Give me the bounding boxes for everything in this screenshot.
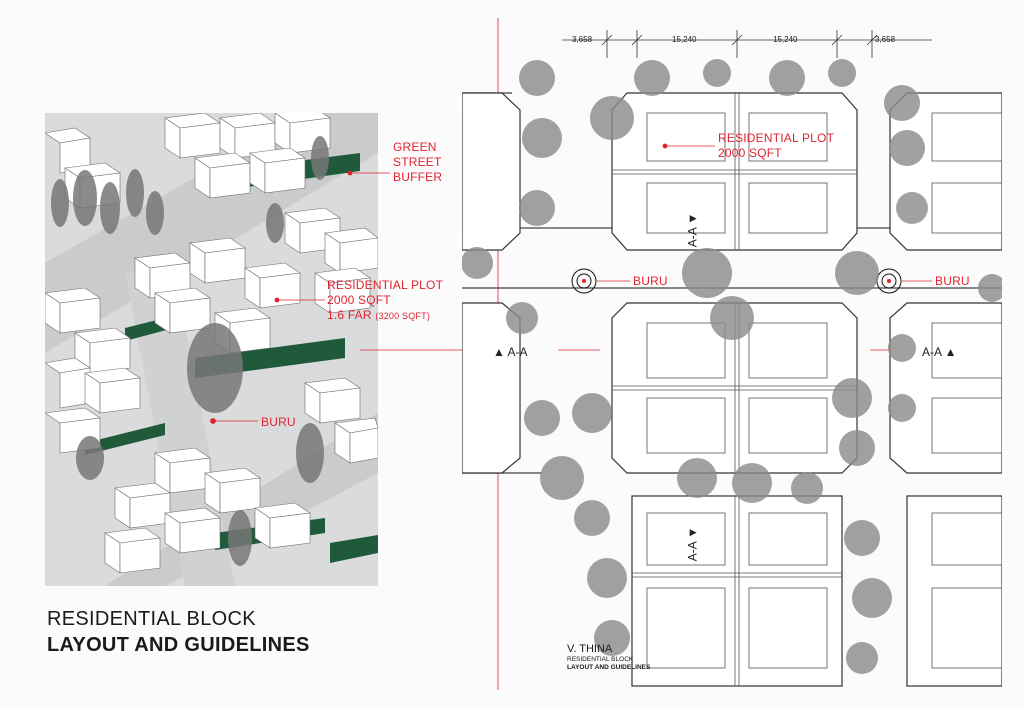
page-title: RESIDENTIAL BLOCK LAYOUT AND GUIDELINES: [47, 607, 310, 659]
green-buffer-label: GREEN STREET BUFFER: [393, 140, 442, 185]
plan-plot-label: RESIDENTIAL PLOT 2000 SQFT: [718, 131, 834, 161]
title-line-1: RESIDENTIAL BLOCK: [47, 608, 256, 630]
label-line-small: (3200 SQFT): [375, 311, 431, 321]
section-marker-left: ▲ A-A: [493, 345, 528, 359]
dimension-text: 15,240: [672, 35, 697, 44]
plan-buru-left-label: BURU: [633, 274, 668, 288]
iso-plot-label: RESIDENTIAL PLOT 2000 SQFT 1.6 FAR (3200…: [327, 278, 443, 324]
label-line: 2000 SQFT: [327, 293, 391, 307]
plan-buru-right-label: BURU: [935, 274, 970, 288]
dimension-text: 15,240: [773, 35, 798, 44]
sheet-caption: V. THINA RESIDENTIAL BLOCK LAYOUT AND GU…: [567, 643, 650, 672]
iso-buru-label: BURU: [261, 415, 296, 429]
label-line: BUFFER: [393, 170, 443, 184]
label-line: GREEN: [393, 140, 437, 154]
dimension-text: 3,658: [875, 35, 896, 44]
sheet-subtitle-bold: LAYOUT AND GUIDELINES: [567, 664, 651, 671]
title-line-2: LAYOUT AND GUIDELINES: [47, 634, 310, 656]
label-line: RESIDENTIAL PLOT: [327, 278, 444, 292]
label-line: RESIDENTIAL PLOT: [718, 131, 835, 145]
label-line: 2000 SQFT: [718, 146, 782, 160]
isometric-drawing: [45, 113, 378, 586]
label-line: 1.6 FAR: [327, 308, 372, 322]
label-line: STREET: [393, 155, 442, 169]
dimension-text: 3,658: [572, 35, 593, 44]
section-marker-bottom: A-A ▼: [685, 526, 700, 562]
sheet-subtitle: RESIDENTIAL BLOCK: [567, 656, 634, 663]
section-marker-right: A-A ▲: [922, 345, 957, 359]
isometric-view: [45, 113, 378, 586]
section-marker-top: A-A ▼: [685, 212, 700, 248]
plan-drawing: [462, 30, 1002, 687]
plan-view: [462, 18, 1002, 698]
sheet-author: V. THINA: [567, 643, 613, 655]
